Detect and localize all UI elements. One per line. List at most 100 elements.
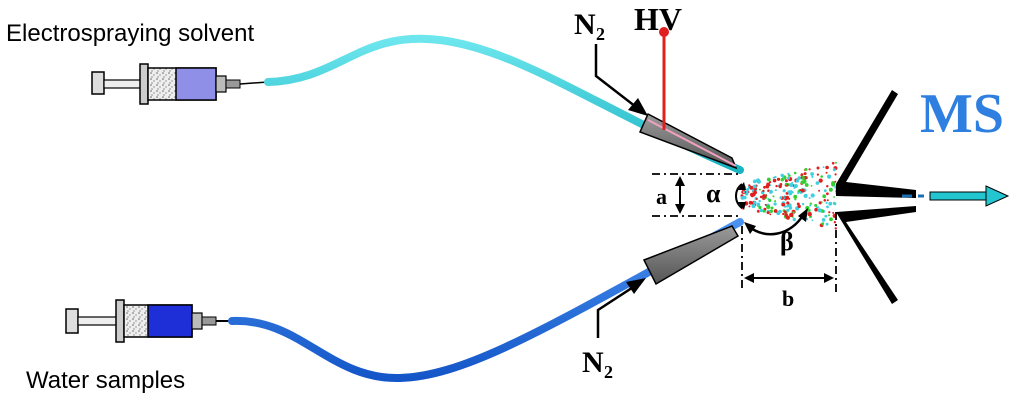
droplet [826,205,829,209]
droplet [752,184,757,189]
droplet [780,173,784,177]
droplet [751,204,756,209]
droplet [811,175,814,178]
dimension-a [652,173,742,217]
angle-alpha-arc [735,183,743,209]
droplet [740,196,745,200]
droplet [785,215,791,220]
droplet [789,212,794,218]
droplet [752,179,757,184]
label-dimension-b: b [782,286,794,311]
droplet [810,193,815,198]
droplet [780,178,784,182]
svg-text:N: N [574,8,596,41]
droplet [831,161,835,165]
droplet [759,195,763,199]
droplet [828,187,833,192]
droplet [810,172,814,176]
droplet [774,189,777,192]
droplet [811,219,814,222]
droplet [787,172,790,175]
droplet [758,205,762,210]
bottom-nozzle [642,225,740,286]
droplet [778,209,782,214]
droplet [783,197,786,200]
droplet [766,177,771,182]
droplet [748,205,751,208]
droplet [797,192,800,195]
droplet [808,168,811,171]
droplet [815,181,820,185]
droplet [775,184,778,188]
ms-output-arrow [902,185,1010,207]
droplet [764,203,767,206]
angle-beta-arc [747,213,806,236]
droplet [831,183,835,187]
high-voltage-wire [659,27,669,130]
droplet [835,161,837,164]
droplet [821,218,826,222]
droplet [823,199,827,202]
droplet [772,176,775,179]
droplet [800,175,805,180]
droplet [774,200,777,203]
droplet [803,193,808,198]
droplet [795,179,800,183]
top-syringe [91,63,269,105]
droplet [785,195,790,200]
droplet [768,189,774,194]
droplet [805,205,810,211]
droplet [784,205,787,208]
label-angle-beta: β [780,227,794,256]
droplet [789,183,794,187]
droplet [776,177,781,181]
droplet [792,211,795,214]
label-ms: MS [920,83,1004,145]
droplet [817,206,820,209]
droplet [803,172,807,176]
droplet [818,189,821,192]
droplet [756,202,761,207]
droplet [766,205,771,209]
spray-droplets [740,161,840,230]
droplet [753,190,757,195]
droplet [748,200,753,205]
droplet [770,206,774,210]
droplet [747,187,750,190]
droplet [814,207,818,212]
droplet [783,210,787,214]
droplet [834,180,837,183]
droplet [773,209,778,213]
droplet [828,214,830,217]
droplet [762,194,767,199]
droplet [797,204,801,209]
droplet [816,173,820,176]
droplet [755,198,758,200]
label-n2-top: N 2 [574,8,605,44]
droplet [825,165,829,170]
droplet [782,212,785,216]
droplet [807,209,811,212]
droplet [793,184,798,188]
droplet [759,208,763,213]
dimension-b [741,212,837,292]
droplet [814,203,818,207]
droplet [769,209,773,213]
droplet [816,166,820,170]
droplet [824,214,828,218]
droplet [804,183,809,187]
droplet [809,204,812,207]
droplet [742,190,746,194]
droplet [793,194,798,199]
droplet [756,178,760,183]
droplet [788,206,793,210]
droplet [822,166,825,169]
droplet [833,221,837,224]
droplet [826,199,829,202]
droplet [788,174,791,177]
ms-inlet [836,90,916,304]
droplet [833,196,835,198]
droplet [772,195,775,198]
droplet [784,182,788,186]
